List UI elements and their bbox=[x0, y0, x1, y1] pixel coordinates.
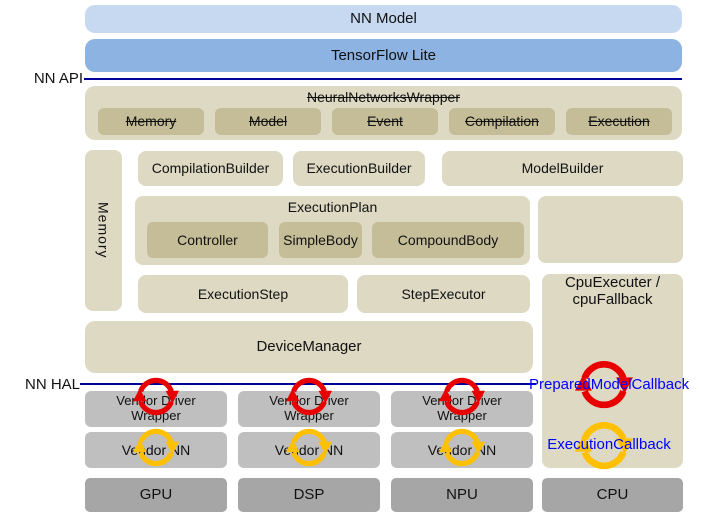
nn-api-boundary-label: NN API bbox=[33, 70, 83, 87]
execution-step-block: ExecutionStep bbox=[138, 275, 348, 313]
wrapper-compilation-block: Compilation bbox=[449, 108, 555, 135]
model-builder-extension-block bbox=[538, 196, 683, 263]
cpu-executer-fallback-block: CpuExecuter / cpuFallback bbox=[542, 274, 683, 468]
execution-builder-block: ExecutionBuilder bbox=[293, 151, 425, 186]
yellow-sync-arrow-icon-1 bbox=[133, 428, 179, 467]
wrapper-execution-block: Execution bbox=[566, 108, 672, 135]
tensorflow-lite-layer: TensorFlow Lite bbox=[85, 39, 682, 72]
prepared-model-callback-label: PreparedModelCallback bbox=[529, 376, 690, 393]
hw-cpu-block: CPU bbox=[542, 478, 683, 512]
execution-callback-yellow-sync-icon bbox=[575, 422, 633, 470]
red-sync-arrow-icon-1 bbox=[133, 377, 179, 416]
hw-npu-block: NPU bbox=[391, 478, 533, 512]
wrapper-memory-block: Memory bbox=[98, 108, 204, 135]
yellow-sync-arrow-icon-2 bbox=[286, 428, 332, 467]
execution-plan-title: ExecutionPlan bbox=[287, 199, 378, 215]
prepared-model-callback-red-sync-icon bbox=[575, 361, 633, 409]
nn-hal-boundary-line bbox=[80, 383, 536, 385]
wrapper-model-block: Model bbox=[215, 108, 321, 135]
nn-api-boundary-line bbox=[84, 78, 682, 80]
hw-gpu-block: GPU bbox=[85, 478, 227, 512]
runtime-memory-block: Memory bbox=[85, 150, 122, 311]
compound-body-block: CompoundBody bbox=[372, 222, 524, 258]
nn-hal-boundary-label: NN HAL bbox=[24, 376, 80, 393]
red-sync-arrow-icon-3 bbox=[439, 377, 485, 416]
vendor-driver-wrapper-block-1: Vendor Driver Wrapper bbox=[85, 391, 227, 427]
execution-callback-label: ExecutionCallback bbox=[547, 436, 671, 453]
simple-body-block: SimpleBody bbox=[279, 222, 362, 258]
wrapper-event-block: Event bbox=[332, 108, 438, 135]
controller-block: Controller bbox=[147, 222, 268, 258]
hw-dsp-block: DSP bbox=[238, 478, 380, 512]
nn-model-layer: NN Model bbox=[85, 5, 682, 33]
yellow-sync-arrow-icon-3 bbox=[439, 428, 485, 467]
red-sync-arrow-icon-2 bbox=[286, 377, 332, 416]
neural-networks-wrapper-title: NeuralNetworksWrapper bbox=[306, 89, 460, 105]
vendor-driver-wrapper-block-3: Vendor Driver Wrapper bbox=[391, 391, 533, 427]
compilation-builder-block: CompilationBuilder bbox=[138, 151, 283, 186]
step-executor-block: StepExecutor bbox=[357, 275, 530, 313]
device-manager-block: DeviceManager bbox=[85, 321, 533, 373]
model-builder-block: ModelBuilder bbox=[442, 151, 683, 186]
